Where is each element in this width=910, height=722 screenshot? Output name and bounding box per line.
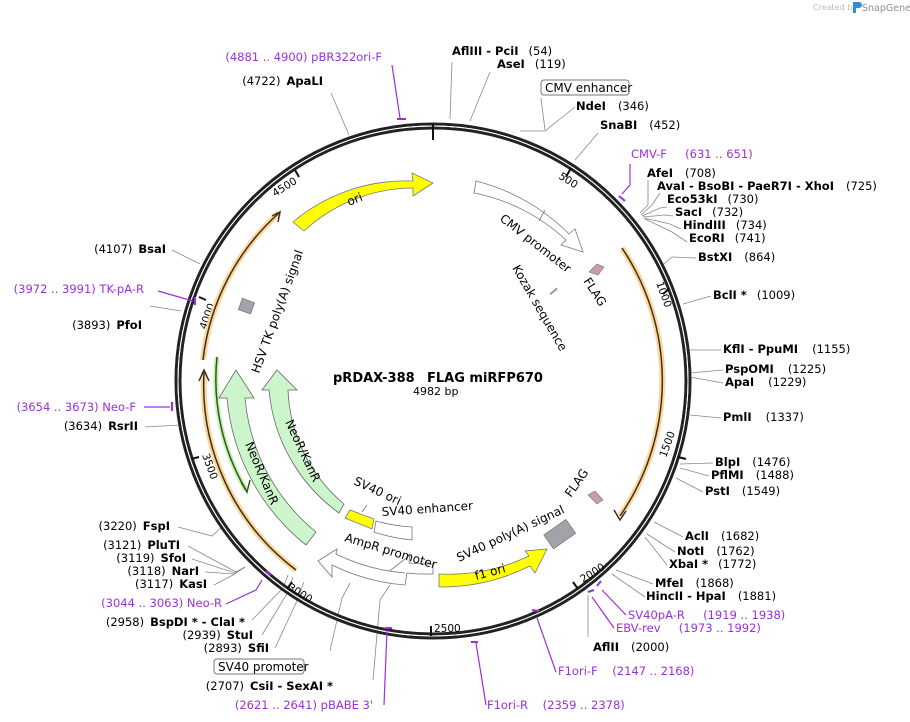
enzyme-site[interactable]: NotI(1762) (677, 544, 755, 558)
enzymes-right: AflIII - PciI(54) AseI(119) NdeI(346) Sn… (452, 44, 877, 654)
sv40-ori-feature (344, 509, 375, 530)
enzyme-site[interactable]: AclI(1682) (685, 529, 759, 543)
enzyme-site[interactable]: SnaBI(452) (600, 118, 680, 132)
primer-label[interactable]: (3972 .. 3991) TK-pA-R (14, 282, 144, 296)
map-title: pRDAX-388 FLAG miRFP670 4982 bp (333, 371, 543, 398)
orf-arcs (198, 210, 666, 573)
enzyme-site[interactable]: Eco53kI(730) (667, 192, 758, 206)
flag-top-label: FLAG (580, 275, 609, 309)
enzyme-site[interactable]: (2707)CsiI - SexAI * (206, 679, 333, 693)
cmv-promoter-feature (473, 180, 584, 253)
boxed-labels: CMV enhancer SV40 promoter (213, 79, 632, 675)
ticks (190, 124, 687, 636)
enzyme-site[interactable]: (3118)NarI (127, 564, 199, 578)
plasmid-insert: FLAG miRFP670 (427, 371, 543, 386)
primer-label[interactable]: F1ori-F (2147 .. 2168) (558, 664, 694, 678)
flag-bottom-label: FLAG (562, 466, 591, 500)
enzyme-site[interactable]: ApaI(1229) (725, 375, 806, 389)
enzyme-site[interactable]: (3119)SfoI (116, 551, 186, 565)
neo-outer-feature (218, 369, 317, 546)
enzyme-site[interactable]: PstI(1549) (705, 484, 780, 498)
plasmid-name: pRDAX-388 (333, 371, 415, 386)
sv40-enhancer-label: SV40 enhancer (381, 499, 473, 519)
f1-ori-feature (438, 548, 548, 588)
primer-markers (144, 64, 631, 706)
flag-bottom-icon (587, 490, 604, 505)
ori-feature (292, 172, 434, 232)
enzyme-site[interactable]: (4722)ApaLI (242, 74, 323, 88)
enzyme-site[interactable]: AvaI - BsoBI - PaeR7I - XhoI(725) (657, 179, 877, 193)
snapgene-logo-icon (853, 2, 862, 13)
enzyme-site[interactable]: (3121)PluTI (103, 538, 180, 552)
enzyme-site[interactable]: (3893)PfoI (72, 318, 142, 332)
credit: Created by SnapGene (813, 2, 910, 14)
enzyme-site[interactable]: PmlI(1337) (723, 410, 804, 424)
primer-label[interactable]: (2621 .. 2641) pBABE 3' (235, 698, 373, 712)
enzyme-site[interactable]: (3220)FspI (99, 519, 170, 533)
primer-label[interactable]: F1ori-R (2359 .. 2378) (487, 698, 625, 712)
enzyme-site[interactable]: KflI - PpuMI(1155) (723, 342, 850, 356)
enzyme-site[interactable]: AflII(2000) (593, 640, 669, 654)
sv40-ori-label: SV40 ori (352, 474, 404, 508)
enzyme-site[interactable]: HindIII(734) (683, 218, 767, 232)
enzyme-site[interactable]: PflMI(1488) (711, 468, 794, 482)
enzyme-site[interactable]: (3634)RsrII (64, 419, 138, 433)
enzyme-leader-lines (144, 61, 724, 681)
ori-label: ori (345, 190, 365, 209)
cmv-enhancer-label: CMV enhancer (545, 81, 632, 95)
kozak-label: Kozak sequence (509, 263, 570, 354)
primer-label[interactable]: EBV-rev (1973 .. 1992) (616, 621, 761, 635)
credit-brand: SnapGene (862, 3, 910, 14)
enzyme-site[interactable]: SacI(732) (675, 205, 743, 219)
tick-label-2500: 2500 (434, 623, 461, 635)
enzyme-site[interactable]: AfeI(708) (647, 166, 716, 180)
enzyme-site[interactable]: BstXI(864) (698, 250, 775, 264)
orf-arrowhead-icon (613, 509, 627, 522)
enzyme-site[interactable]: NdeI(346) (576, 99, 649, 113)
enzyme-site[interactable]: XbaI *(1772) (669, 557, 756, 571)
enzyme-site[interactable]: (3117)KasI (135, 577, 207, 591)
enzyme-site[interactable]: (4107)BsaI (94, 242, 166, 256)
neo-inner-feature (261, 369, 345, 514)
sv40-enhancer-feature (373, 520, 413, 541)
primer-labels: (4881 .. 4900) pBR322ori-F CMV-F (631 ..… (14, 50, 786, 712)
hsv-tk-polya-feature (237, 297, 256, 315)
enzyme-site[interactable]: AseI(119) (497, 57, 566, 71)
enzyme-site[interactable]: HincII - HpaI(1881) (646, 589, 776, 603)
enzyme-site[interactable]: (2893)SfiI (204, 641, 269, 655)
primer-label[interactable]: (3044 .. 3063) Neo-R (101, 596, 222, 610)
sv40-promoter-label: SV40 promoter (218, 660, 309, 674)
credit-prefix: Created by (813, 3, 857, 12)
enzymes-left: (4722)ApaLI (4107)BsaI (3893)PfoI (3634)… (64, 74, 333, 693)
hsv-tk-label: HSV TK poly(A) signal (249, 248, 307, 375)
enzyme-site[interactable]: BclI *(1009) (713, 288, 795, 302)
enzyme-site[interactable]: (2958)BspDI * - ClaI * (106, 615, 245, 629)
primer-label[interactable]: CMV-F (631 .. 651) (631, 147, 753, 161)
enzyme-site[interactable]: (2939)StuI (183, 628, 254, 642)
sv40-polya-feature (543, 518, 577, 550)
plasmid-length: 4982 bp (413, 385, 458, 398)
flag-top-icon (588, 263, 605, 276)
primer-label[interactable]: SV40pA-R (1919 .. 1938) (628, 608, 785, 622)
kozak-marker (549, 287, 558, 295)
enzyme-site[interactable]: EcoRI(741) (689, 231, 766, 245)
enzyme-site[interactable]: PspOMI(1225) (725, 362, 826, 376)
primer-label[interactable]: (4881 .. 4900) pBR322ori-F (225, 50, 382, 64)
enzyme-site[interactable]: BlpI(1476) (715, 455, 790, 469)
primer-label[interactable]: (3654 .. 3673) Neo-F (17, 400, 136, 414)
enzyme-site[interactable]: AflIII - PciI(54) (452, 44, 552, 58)
enzyme-site[interactable]: MfeI(1868) (655, 576, 734, 590)
